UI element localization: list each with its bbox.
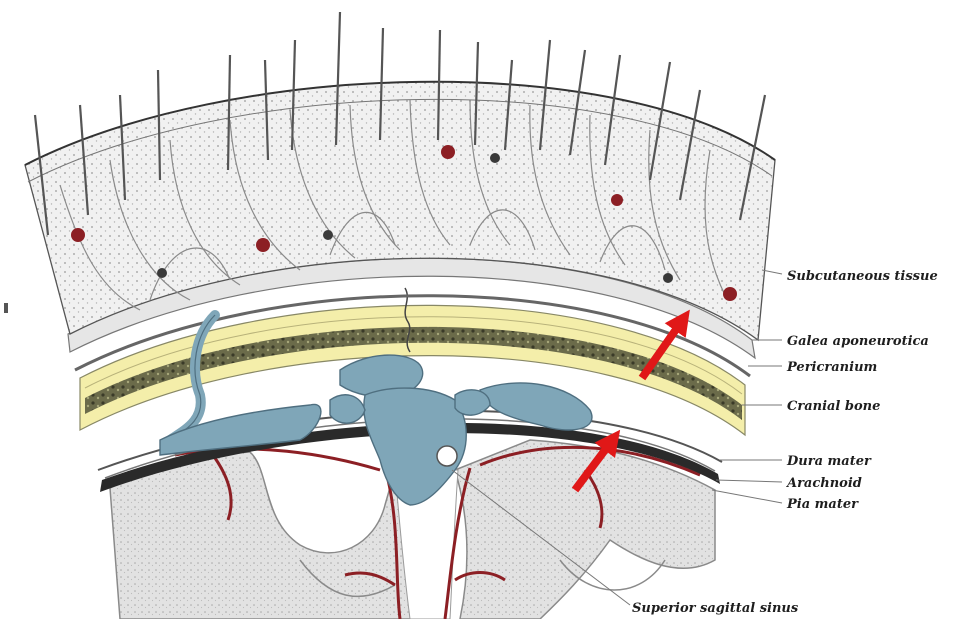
label-dura-mater: Dura mater [786,454,872,469]
edge-mark [4,303,8,313]
label-arachnoid: Arachnoid [785,476,862,491]
label-pericranium: Pericranium [786,360,877,375]
label-superior-sagittal-sinus: Superior sagittal sinus [632,601,799,616]
label-cranial-bone: Cranial bone [787,399,880,414]
label-galea-aponeurotica: Galea aponeurotica [787,334,929,349]
arachnoid-granulation [437,446,457,466]
label-subcutaneous-tissue: Subcutaneous tissue [787,269,938,284]
venous-lacuna-right [480,383,592,430]
label-pia-mater: Pia mater [786,497,859,512]
